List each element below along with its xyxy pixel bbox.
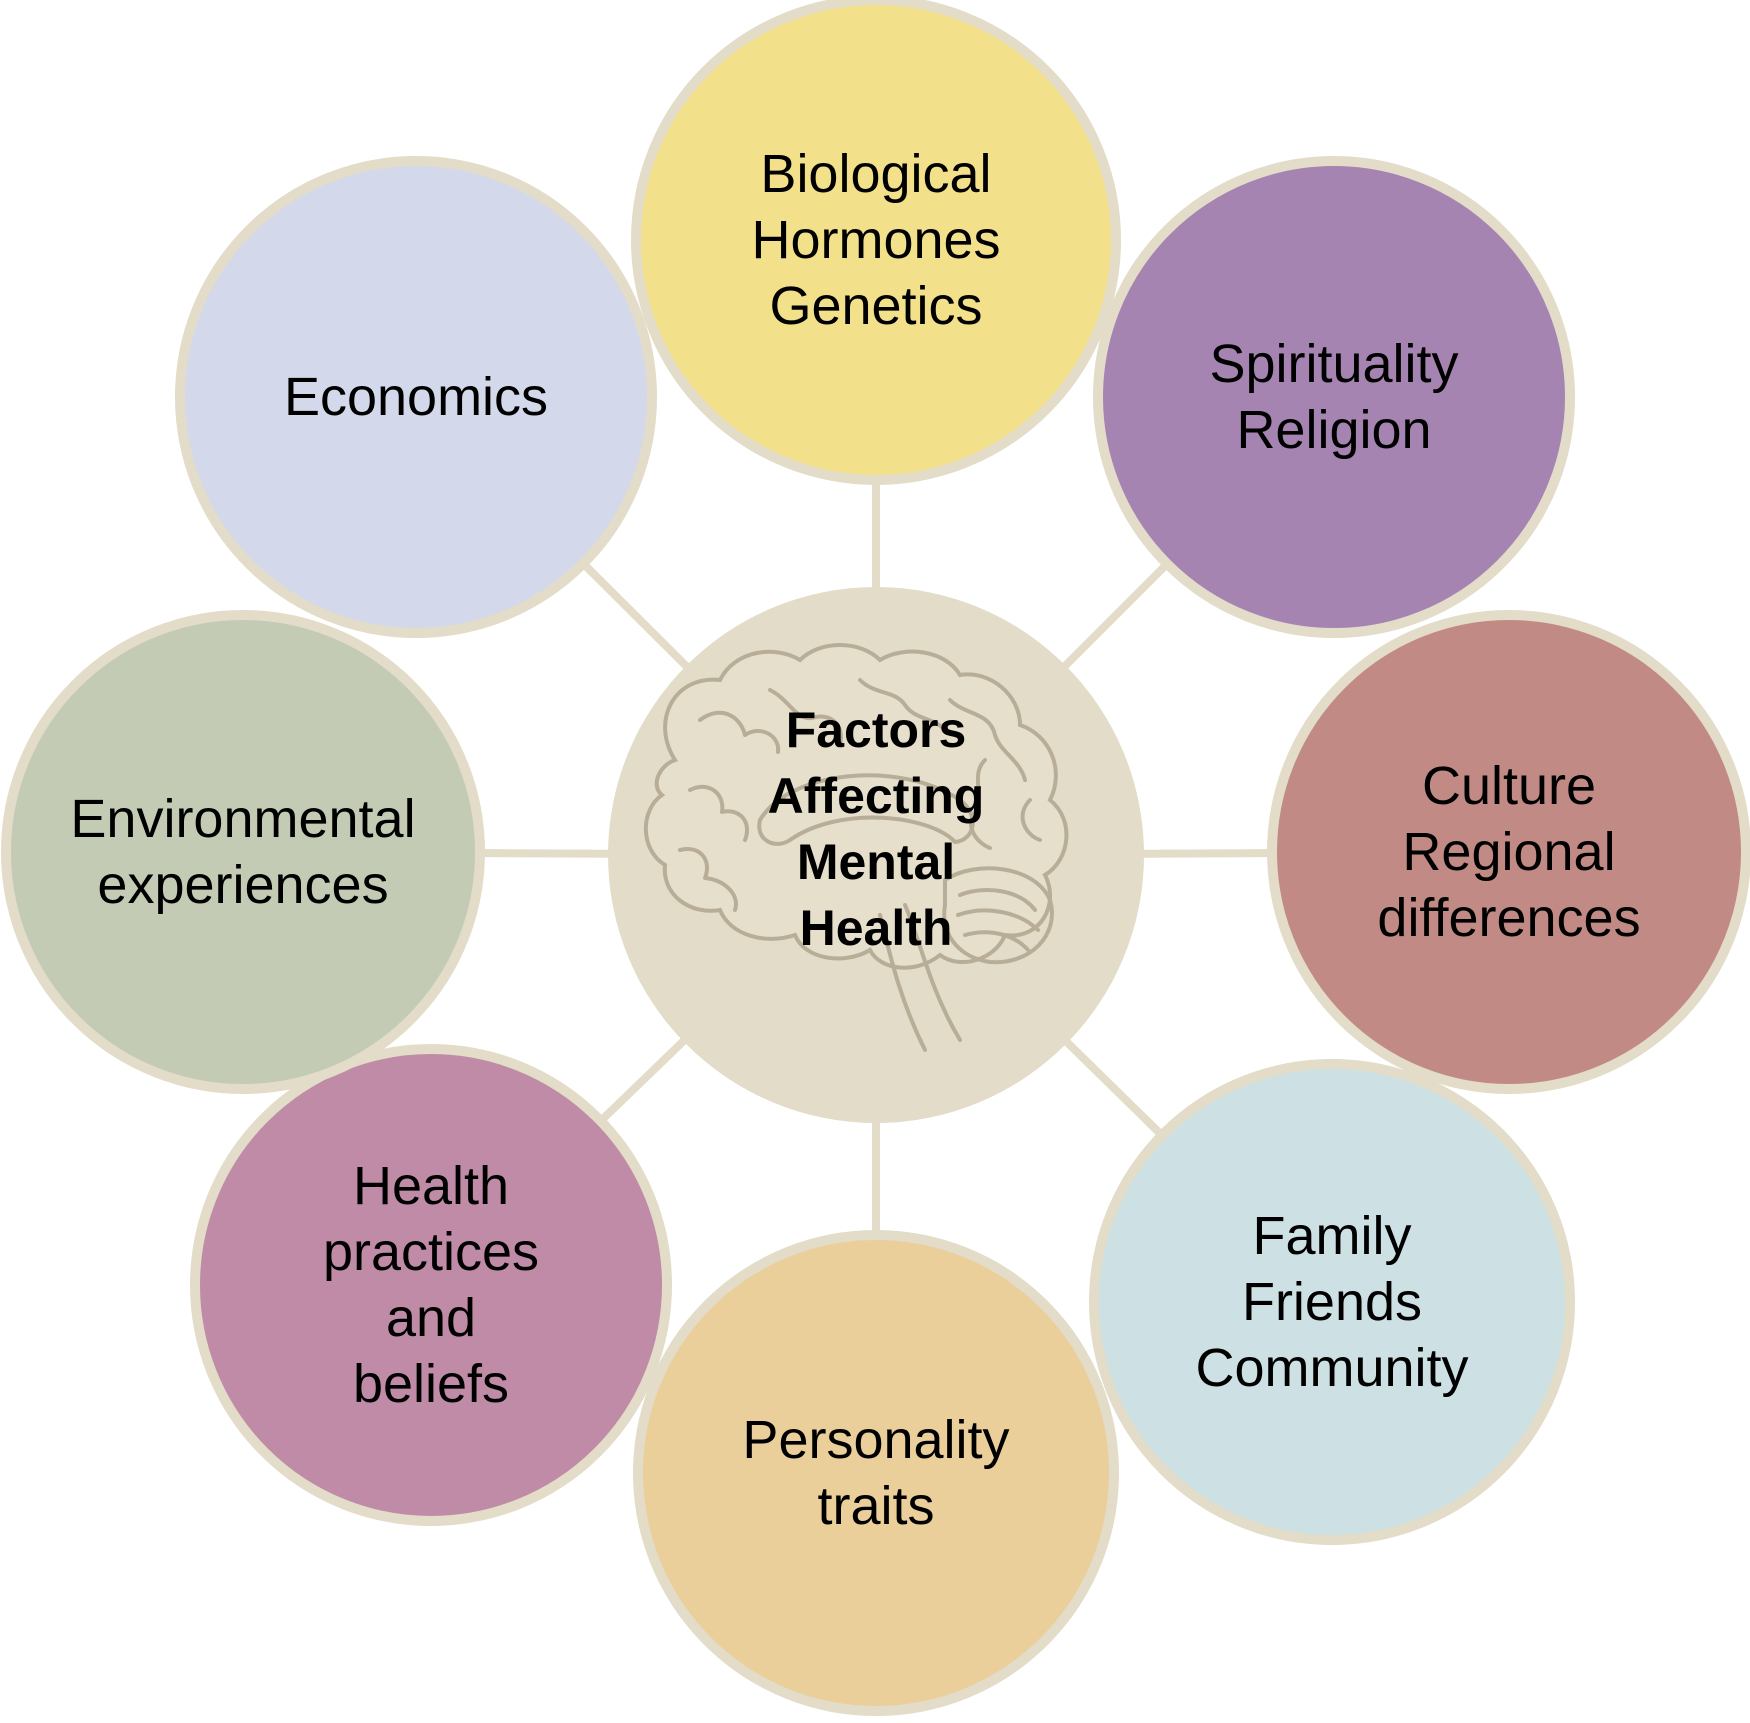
node-label-health-practices: and bbox=[386, 1288, 476, 1348]
node-circle-biological bbox=[631, 0, 1121, 485]
node-label-health-practices: practices bbox=[323, 1222, 539, 1282]
node-circle-culture bbox=[1267, 610, 1750, 1094]
center-title-line: Affecting bbox=[768, 768, 985, 824]
node-label-health-practices: Health bbox=[353, 1156, 509, 1216]
node-circle-personality bbox=[633, 1230, 1119, 1716]
node-label-culture: Culture bbox=[1422, 756, 1596, 816]
node-label-family: Family bbox=[1253, 1206, 1412, 1266]
node-label-personality: traits bbox=[817, 1476, 934, 1536]
node-economics: Economics bbox=[175, 156, 657, 638]
node-circle-spirituality bbox=[1093, 156, 1575, 638]
node-label-culture: differences bbox=[1377, 888, 1640, 948]
node-label-biological: Hormones bbox=[751, 210, 1000, 270]
node-label-biological: Biological bbox=[760, 144, 991, 204]
node-label-culture: Regional bbox=[1402, 822, 1615, 882]
center-title-line: Factors bbox=[786, 702, 967, 758]
node-label-spirituality: Spirituality bbox=[1209, 334, 1458, 394]
center-title-line: Health bbox=[800, 900, 953, 956]
node-circle-economics bbox=[175, 156, 657, 638]
node-circle-health-practices bbox=[190, 1044, 672, 1526]
node-label-family: Friends bbox=[1242, 1272, 1422, 1332]
center-title-line: Mental bbox=[797, 834, 955, 890]
node-label-family: Community bbox=[1195, 1338, 1468, 1398]
node-label-spirituality: Religion bbox=[1236, 400, 1431, 460]
node-circle-environmental bbox=[1, 610, 485, 1094]
brain-icon bbox=[643, 643, 1069, 1052]
node-label-environmental: experiences bbox=[97, 855, 388, 915]
node-label-economics: Economics bbox=[284, 367, 548, 427]
node-label-health-practices: beliefs bbox=[353, 1354, 509, 1414]
node-label-biological: Genetics bbox=[769, 276, 982, 336]
node-label-environmental: Environmental bbox=[70, 789, 415, 849]
node-circle-family bbox=[1089, 1059, 1575, 1545]
node-label-personality: Personality bbox=[742, 1410, 1009, 1470]
